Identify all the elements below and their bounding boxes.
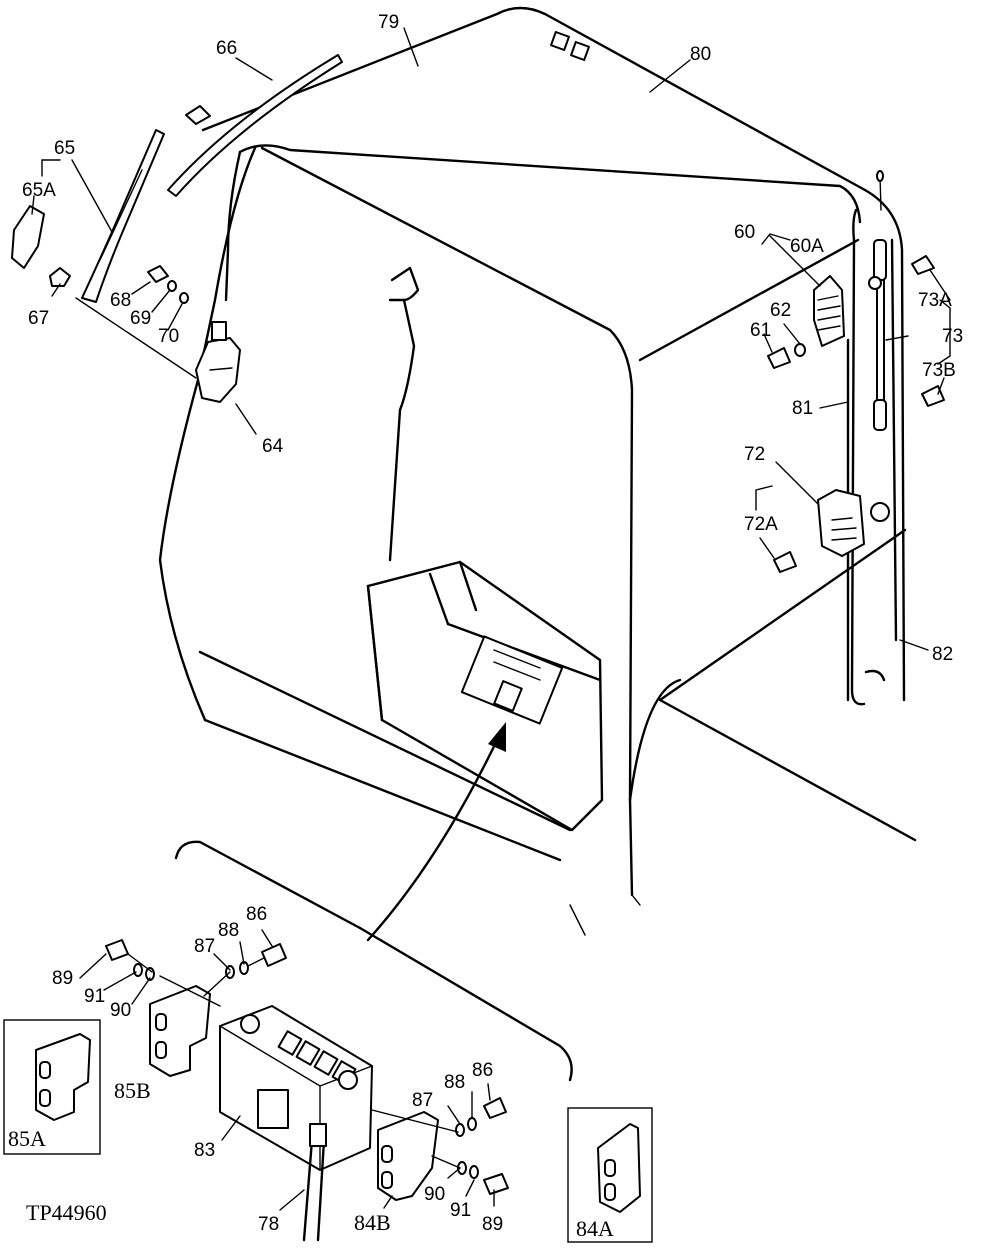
callout-72A: 72A (744, 514, 778, 535)
door-striker (817, 489, 890, 557)
gas-strut (868, 170, 887, 431)
callout-73: 73 (942, 326, 963, 347)
callout-90-upper: 90 (110, 1000, 131, 1021)
callout-84A: 84A (576, 1216, 614, 1241)
arm-nut (49, 267, 71, 287)
cab-body (158, 6, 917, 936)
callout-61: 61 (750, 320, 771, 341)
inset-85A (3, 1019, 101, 1155)
switch-assembly (219, 1005, 373, 1171)
callout-89-upper: 89 (52, 968, 73, 989)
callout-86-lower: 86 (472, 1060, 493, 1081)
callout-81: 81 (792, 398, 813, 419)
callout-85A: 85A (8, 1126, 46, 1151)
callout-90-lower: 90 (424, 1184, 445, 1205)
wiring-harness (302, 1123, 327, 1242)
callout-88-upper: 88 (218, 920, 239, 941)
roof-clips (550, 31, 590, 61)
callout-88-lower: 88 (444, 1072, 465, 1093)
callout-89-lower: 89 (482, 1214, 503, 1235)
callout-80: 80 (690, 44, 711, 65)
callout-73B: 73B (922, 360, 956, 381)
callout-82: 82 (932, 644, 953, 665)
callout-85B: 85B (114, 1078, 151, 1103)
callout-86-upper: 86 (246, 904, 267, 925)
left-bracket (149, 985, 211, 1077)
callout-64: 64 (262, 436, 284, 457)
callout-67: 67 (28, 308, 49, 329)
callout-72: 72 (744, 444, 765, 465)
motor-nut (147, 265, 169, 283)
location-arrow (366, 722, 506, 942)
callout-78: 78 (258, 1214, 279, 1235)
callout-labels: 60 60A 61 62 64 65 65A 66 67 68 69 70 72… (8, 12, 963, 1241)
hardware-left (105, 939, 287, 981)
callout-79: 79 (378, 12, 399, 33)
callout-83: 83 (194, 1140, 215, 1161)
motor-seal (179, 292, 189, 304)
control-console (366, 266, 604, 832)
wiper-arm (81, 129, 165, 303)
callout-66: 66 (216, 38, 237, 59)
assembly-leader-lines (127, 953, 461, 1169)
callout-73A: 73A (918, 290, 952, 311)
callout-70: 70 (158, 326, 179, 347)
strut-ball-stud-upper (911, 255, 935, 275)
wiper-arm-cap (11, 205, 45, 269)
striker-screw (773, 551, 797, 573)
leader-lines (31, 27, 951, 1211)
inset-84A (567, 1107, 653, 1243)
callout-91-upper: 91 (84, 986, 105, 1007)
callout-68: 68 (110, 290, 131, 311)
harness-section-line (174, 840, 573, 1082)
strut-ball-stud-lower (921, 385, 945, 407)
right-bracket (377, 1111, 439, 1201)
callout-65A: 65A (22, 180, 56, 201)
callout-84B: 84B (354, 1210, 391, 1235)
callout-69: 69 (130, 308, 151, 329)
wiper-motor (195, 321, 241, 403)
callout-60: 60 (734, 222, 755, 243)
callout-91-lower: 91 (450, 1200, 471, 1221)
callout-87-lower: 87 (412, 1090, 433, 1111)
motor-washer (167, 280, 177, 292)
door-latch (813, 275, 845, 347)
callout-65: 65 (54, 138, 75, 159)
wiper-blade (167, 54, 343, 197)
callout-60A: 60A (790, 236, 824, 257)
callout-87-upper: 87 (194, 936, 215, 957)
latch-screw (767, 347, 791, 369)
cab-door (850, 208, 898, 706)
callout-62: 62 (770, 300, 791, 321)
latch-lockwasher (794, 343, 806, 357)
hardware-right (455, 1097, 509, 1195)
figure-id: TP44960 (26, 1200, 107, 1225)
